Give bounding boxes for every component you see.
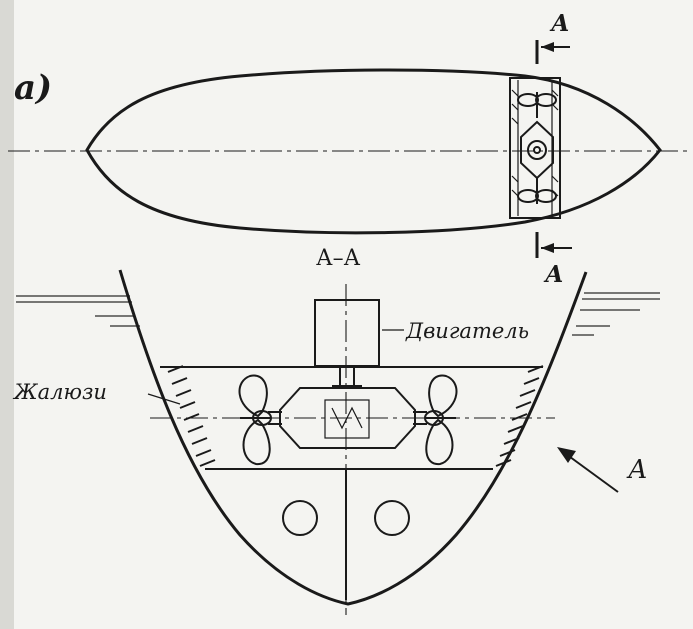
hull-section-outline xyxy=(118,269,588,606)
plan-view: а) А А xyxy=(8,10,690,288)
section-arrow-bottom xyxy=(541,243,572,253)
engine-label: Двигатель xyxy=(405,319,529,343)
part-label: а) xyxy=(14,68,52,108)
view-arrow-label: А xyxy=(626,455,648,485)
propeller-left xyxy=(238,374,272,466)
propeller-plan-upper xyxy=(517,92,557,118)
louvers-left xyxy=(167,365,216,467)
porthole-right xyxy=(374,500,410,536)
bevel-gears xyxy=(331,406,363,430)
section-arrow-top xyxy=(541,42,570,52)
section-marker-top: А xyxy=(549,10,570,37)
louvers-label: Жалюзи xyxy=(12,380,107,404)
thruster-tunnel-plan xyxy=(509,77,561,219)
gearbox-housing xyxy=(279,387,416,449)
hub-plan xyxy=(520,120,554,180)
louvers-right xyxy=(495,365,544,467)
waterline-left xyxy=(16,295,140,327)
section-marker-bottom: А xyxy=(543,261,564,288)
waterline-right xyxy=(572,292,660,336)
hull-plan-outline xyxy=(85,68,662,235)
porthole-left xyxy=(282,500,318,536)
propeller-plan-lower xyxy=(517,178,557,204)
louvers-leader xyxy=(147,393,181,405)
scan-edge xyxy=(0,0,14,629)
section-title: А–А xyxy=(316,246,361,271)
view-arrow xyxy=(557,447,619,493)
engine-block xyxy=(314,299,380,367)
section-view: А–А xyxy=(12,246,660,615)
gearbox-core xyxy=(324,399,370,439)
propeller-right xyxy=(424,374,458,466)
